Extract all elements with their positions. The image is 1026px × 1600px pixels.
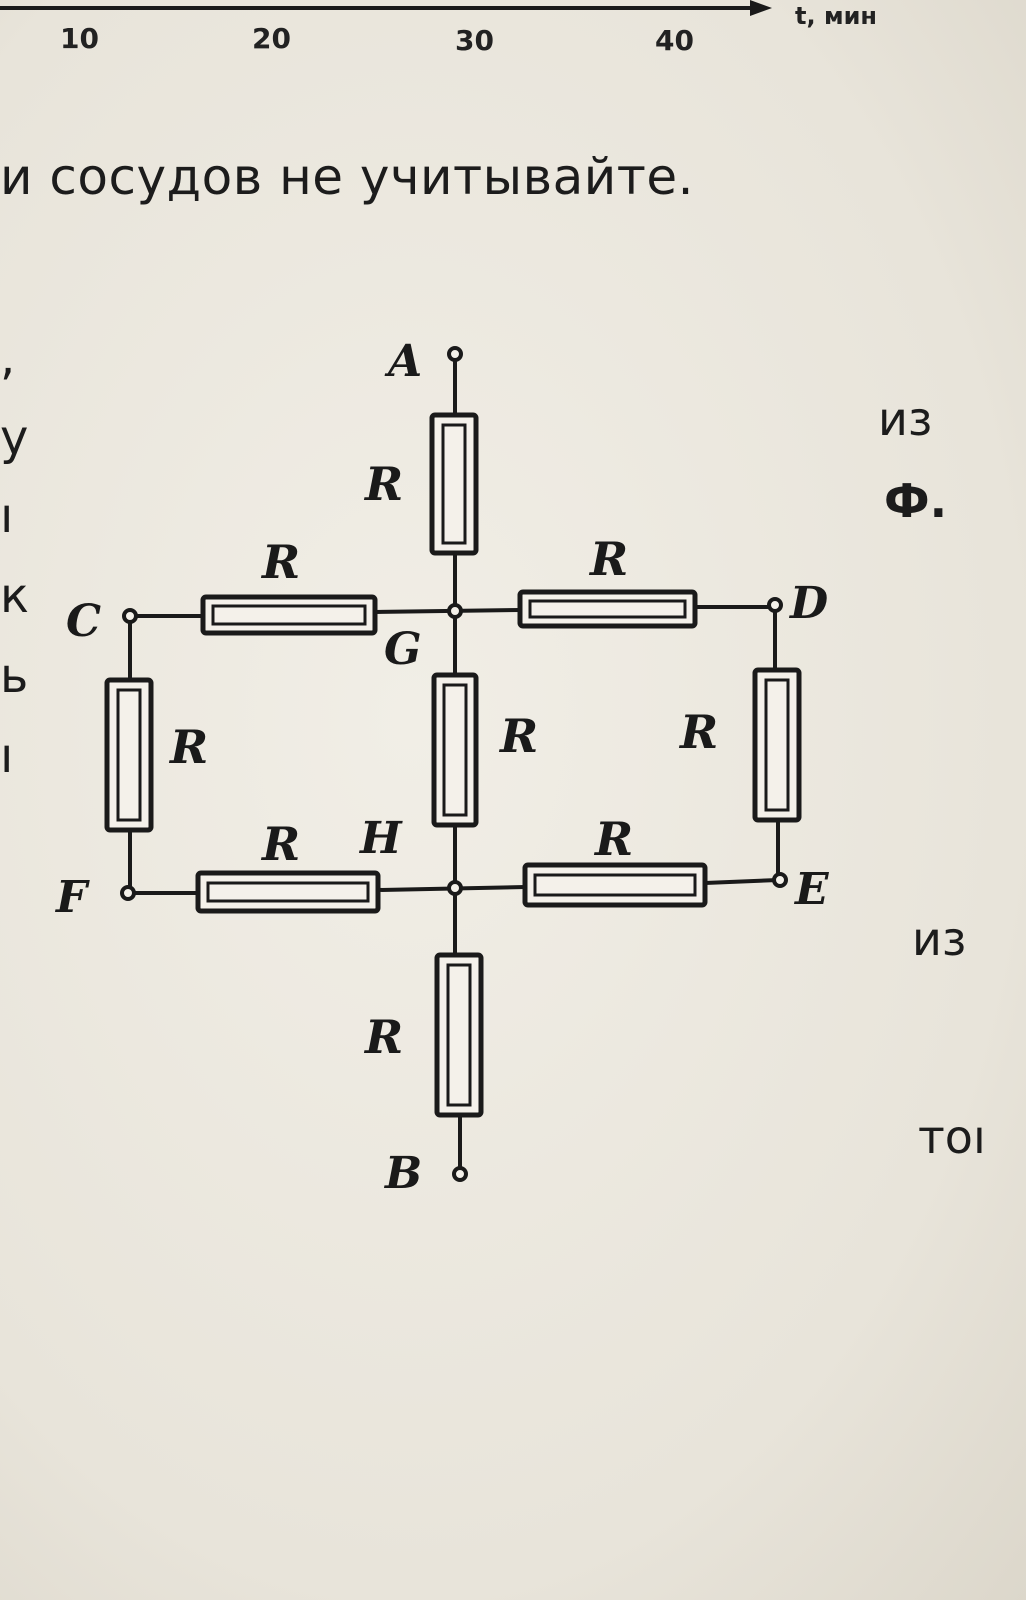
margin-fragment-1: , — [0, 330, 16, 386]
resistor-cg — [200, 594, 378, 636]
resistor-gd — [517, 589, 698, 629]
label-node-g: G — [384, 624, 422, 675]
label-r-he: R — [593, 812, 633, 866]
terminal-a — [447, 346, 463, 362]
axis-tick-30: 30 — [455, 24, 494, 57]
axis-tick-10: 10 — [60, 22, 99, 55]
right-text-1: из — [878, 392, 933, 446]
label-node-f: F — [54, 872, 90, 923]
right-text-2: Ф. — [884, 474, 948, 528]
label-r-gd: R — [588, 532, 628, 586]
junction-g — [447, 603, 463, 619]
label-r-gh: R — [498, 709, 538, 763]
resistor-hb — [434, 952, 484, 1118]
label-node-a: A — [384, 336, 422, 387]
resistor-cf — [104, 677, 154, 833]
axis-name: t, мин — [795, 2, 877, 30]
page-heading: и сосудов не учитывайте. — [0, 148, 695, 206]
margin-fragment-5: ь — [0, 648, 29, 704]
margin-fragment-2: у — [0, 410, 29, 466]
right-text-4: тоı — [918, 1110, 986, 1164]
label-r-ag: R — [363, 457, 403, 511]
terminal-d — [767, 597, 783, 613]
junction-h — [447, 880, 463, 896]
terminal-e — [772, 872, 788, 888]
right-text-3: из — [912, 912, 967, 966]
label-r-cf: R — [168, 720, 208, 774]
terminal-f — [120, 885, 136, 901]
label-node-c: C — [66, 596, 101, 647]
label-node-d: D — [788, 578, 828, 629]
axis-arrow — [750, 0, 772, 16]
label-r-cg: R — [260, 535, 300, 589]
resistor-he — [522, 862, 708, 908]
label-r-de: R — [678, 705, 718, 759]
margin-fragment-3: ı — [0, 488, 14, 544]
label-node-h: H — [358, 813, 403, 864]
terminal-c — [122, 608, 138, 624]
resistor-fh — [195, 870, 381, 914]
time-axis: 10 20 30 40 t, мин — [0, 0, 877, 57]
resistor-gh — [431, 672, 479, 828]
label-r-hb: R — [363, 1010, 403, 1064]
terminal-b — [452, 1166, 468, 1182]
axis-tick-20: 20 — [252, 22, 291, 55]
axis-tick-40: 40 — [655, 24, 694, 57]
margin-fragment-4: к — [0, 568, 29, 624]
label-node-b: B — [383, 1148, 422, 1199]
wire-e-left — [704, 878, 779, 885]
margin-fragment-6: ı — [0, 728, 14, 784]
label-r-fh: R — [260, 817, 300, 871]
resistor-ag — [429, 412, 479, 556]
resistor-de — [752, 667, 802, 823]
label-node-e: E — [793, 864, 830, 915]
